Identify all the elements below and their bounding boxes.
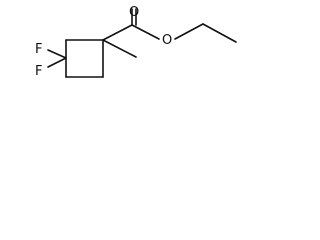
c-o-ester-bond — [131, 24, 160, 40]
ch2-ch3-bond — [202, 23, 237, 43]
c-f-bond-top — [47, 49, 67, 59]
methyl-bond — [102, 39, 137, 58]
o-ch2-bond — [174, 23, 204, 40]
molecule-structure: F F O O — [35, 5, 237, 79]
c-f-bond-bottom — [47, 57, 67, 68]
fluorine-bottom-label: F — [35, 64, 42, 79]
fluorine-top-label: F — [35, 42, 42, 57]
ester-oxygen-label: O — [162, 33, 172, 48]
c-carbonyl-bond — [102, 24, 133, 41]
chemical-structure-diagram: F F O O — [0, 0, 240, 102]
carbonyl-oxygen-label: O — [129, 5, 139, 20]
